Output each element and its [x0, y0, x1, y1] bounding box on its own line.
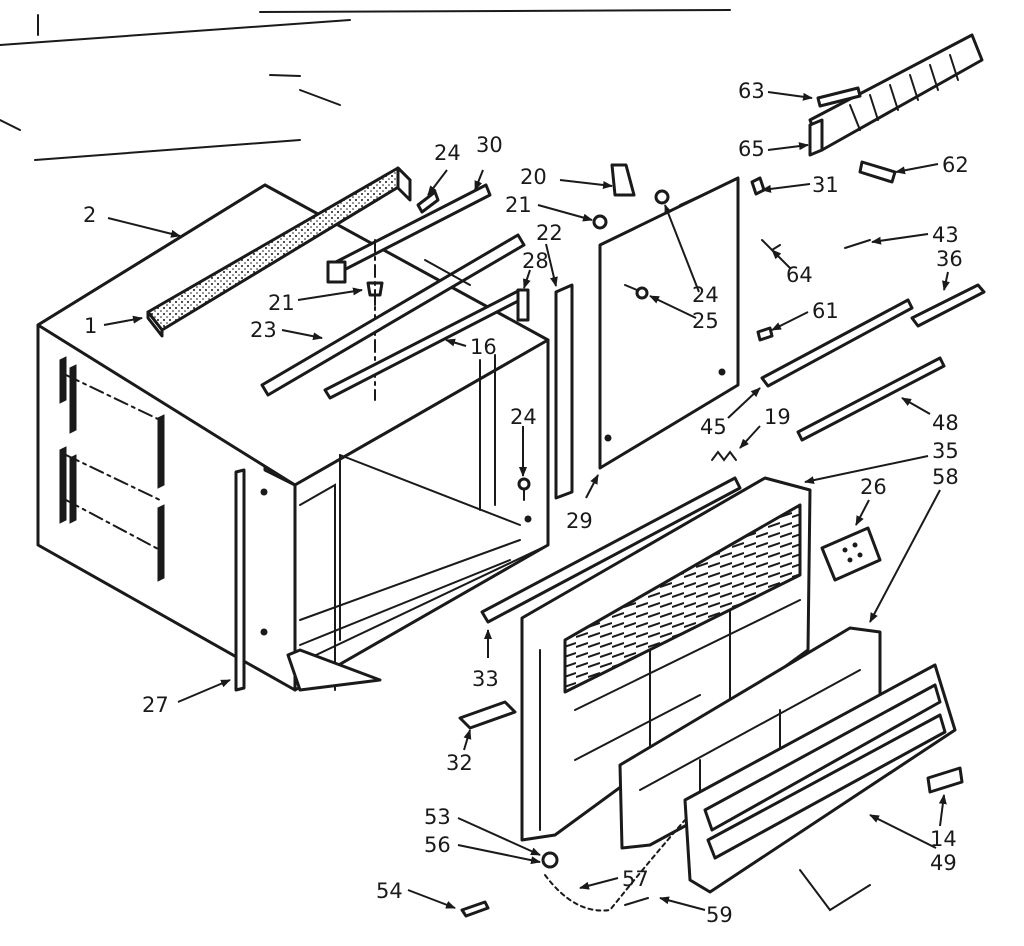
- part-33-trim: [480, 476, 742, 624]
- callout-61: 61: [812, 299, 839, 323]
- part-22-channel: [554, 283, 574, 500]
- part-24-screw-panel: [654, 189, 670, 205]
- callout-59: 59: [706, 903, 733, 927]
- callout-19: 19: [764, 405, 791, 429]
- part-31-clip: [750, 176, 766, 196]
- part-36-bracket: [910, 283, 986, 328]
- callout-43: 43: [932, 223, 959, 247]
- part-19-spring: [711, 450, 737, 462]
- callout-2: 2: [83, 203, 96, 227]
- cabinet-shell: [36, 183, 550, 692]
- callout-29: 29: [566, 509, 593, 533]
- part-23-rail: [260, 233, 526, 397]
- callout-20: 20: [520, 165, 547, 189]
- part-21-screw-panel: [592, 214, 608, 230]
- part-35-front-panel: [520, 476, 812, 842]
- callout-56: 56: [424, 833, 451, 857]
- part-63-pin: [816, 86, 862, 108]
- callout-24-top: 24: [434, 141, 461, 165]
- callout-26: 26: [860, 475, 887, 499]
- callout-45: 45: [700, 415, 727, 439]
- callout-33: 33: [472, 667, 499, 691]
- callout-16: 16: [470, 335, 497, 359]
- callout-30: 30: [476, 133, 503, 157]
- part-43-pin: [844, 239, 871, 249]
- callout-25: 25: [692, 309, 719, 333]
- part-57-chain: [544, 819, 686, 912]
- callout-23: 23: [250, 318, 277, 342]
- callout-62: 62: [942, 153, 969, 177]
- scan-artifacts: [0, 9, 871, 912]
- callout-49: 49: [930, 851, 957, 875]
- callout-24-panel: 24: [692, 283, 719, 307]
- callout-57: 57: [622, 867, 649, 891]
- part-25-screw: [624, 284, 649, 300]
- part-48-rod: [796, 356, 946, 442]
- part-45-rod: [760, 298, 914, 388]
- part-53-knob: [541, 851, 559, 869]
- callout-28: 28: [522, 249, 549, 273]
- part-29-panel: [598, 176, 740, 470]
- part-14-label: [926, 766, 964, 794]
- part-65-louver-assembly: [808, 33, 984, 157]
- part-27-strip: [234, 468, 246, 692]
- part-30-bracket: [326, 183, 492, 284]
- callout-65: 65: [738, 137, 765, 161]
- part-61-block: [756, 326, 774, 342]
- callout-54: 54: [376, 879, 403, 903]
- part-24-screw-mid: [517, 477, 531, 501]
- callout-22: 22: [536, 221, 563, 245]
- callout-64: 64: [786, 263, 813, 287]
- callout-58: 58: [932, 465, 959, 489]
- part-49-lower-panel: [683, 663, 957, 894]
- callout-36: 36: [936, 247, 963, 271]
- part-62-link: [858, 160, 897, 184]
- callout-48: 48: [932, 411, 959, 435]
- callout-21-mid: 21: [268, 291, 295, 315]
- part-28-bar: [516, 288, 530, 322]
- part-64-clip: [761, 239, 781, 252]
- part-26-knob: [820, 526, 882, 582]
- part-54-screw: [460, 900, 490, 918]
- callout-24-mid: 24: [510, 405, 537, 429]
- side-vents: [59, 356, 165, 582]
- callout-63: 63: [738, 79, 765, 103]
- part-20-bracket: [610, 163, 636, 197]
- part-32-clip: [458, 700, 517, 730]
- callout-35: 35: [932, 439, 959, 463]
- callout-1: 1: [84, 314, 97, 338]
- callout-14: 14: [930, 827, 957, 851]
- part-24-screw-top: [416, 190, 440, 214]
- callout-31: 31: [812, 173, 839, 197]
- part-1-seal-strip: [146, 166, 412, 338]
- part-59-pin: [624, 897, 649, 906]
- callout-53: 53: [424, 805, 451, 829]
- callout-labels: 2 1 24 30 20 21 22 28 21 23 16 24 25 24 …: [83, 79, 969, 927]
- leader-lines: [103, 91, 950, 911]
- callout-21-top: 21: [505, 193, 532, 217]
- callout-32: 32: [446, 751, 473, 775]
- callout-27: 27: [142, 693, 169, 717]
